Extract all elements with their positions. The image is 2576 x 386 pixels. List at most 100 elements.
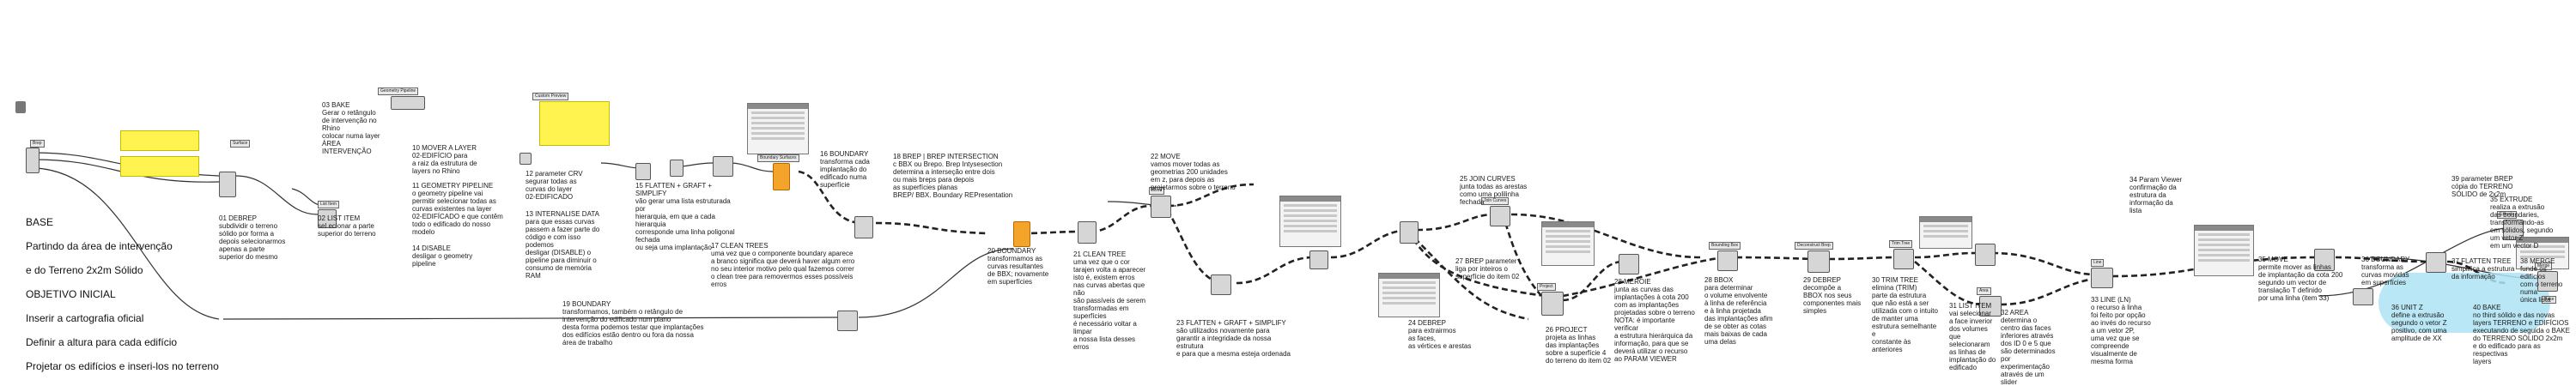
extrude-component[interactable]: [2503, 220, 2524, 240]
yellow-group[interactable]: [120, 156, 199, 177]
list-item-component[interactable]: [318, 209, 337, 228]
wire-tree: [2000, 277, 2096, 306]
surface-chip: Surface: [230, 140, 251, 148]
geometry-pipeline-component[interactable]: [391, 96, 425, 110]
debrep-chip: Deconstruct Brep: [1795, 242, 1833, 250]
wire-tree: [1562, 256, 1727, 298]
project-component[interactable]: [1541, 292, 1564, 316]
yellow-group[interactable]: [539, 101, 610, 146]
wire-tree: [1236, 256, 1315, 285]
note-39: 39 parameter BREP cópia do TERRENO SÓLID…: [2451, 175, 2513, 198]
note-24: 24 DEBREP para extrairmos as faces, as v…: [1408, 319, 1472, 350]
clean-tree-component[interactable]: [854, 216, 873, 238]
note-29: 29 DEBREP decompõe a BBOX nos seus compo…: [1803, 276, 1862, 315]
note-38: 38 MERGE funde os edifícios com o terren…: [2520, 257, 2563, 304]
boundary-component[interactable]: [773, 163, 790, 190]
crv-param-component[interactable]: [519, 153, 532, 165]
wire: [729, 162, 774, 172]
boundary-component[interactable]: [1013, 221, 1030, 247]
note-19: 19 BOUNDARY transformamos, também o retâ…: [562, 300, 704, 347]
note-40: 40 BAKE no third sólido e das novas laye…: [2473, 304, 2570, 365]
title-line: OBJETIVO INICIAL: [26, 288, 116, 300]
note-11: 11 GEOMETRY PIPELINE o geometry pipeline…: [412, 182, 503, 236]
note-17: 17 CLEAN TREES uma vez que o componente …: [711, 242, 855, 288]
bbx-component[interactable]: [1078, 221, 1097, 244]
param-viewer-panel[interactable]: [2516, 237, 2569, 269]
note-01: 01 DEBREP subdividir o terreno sólido po…: [219, 214, 286, 261]
wire: [33, 167, 220, 320]
page-title: BASE Partindo da área de intervenção e d…: [26, 204, 219, 384]
note-33: 33 LINE (LN) o recurso à linha foi feito…: [2091, 296, 2151, 365]
debrep-component[interactable]: [1807, 250, 1830, 273]
param-viewer-panel[interactable]: [747, 103, 809, 154]
wire: [600, 162, 641, 169]
merge-component[interactable]: [2537, 271, 2558, 292]
bbox-chip: Bounding Box: [1709, 242, 1741, 250]
line-component[interactable]: [2091, 268, 2113, 288]
trim-tree-component[interactable]: [1893, 249, 1914, 269]
param-viewer-panel[interactable]: [1279, 196, 1341, 247]
unit-z-component[interactable]: [2353, 288, 2373, 305]
note-10: 10 MOVER A LAYER 02-EDIFÍCIO para a raiz…: [412, 144, 477, 175]
note-02: 02 LIST ITEM sel ecionar a parte superio…: [318, 214, 376, 238]
boundary-chip: Boundary Surfaces: [757, 154, 799, 162]
preview-chip: Custom Preview: [532, 93, 569, 100]
note-27: 27 BREP parameter liga por inteiros o su…: [1455, 257, 1520, 280]
debrep-component[interactable]: [219, 172, 236, 197]
graft-component[interactable]: [670, 160, 683, 177]
note-35: 35 MOVE permite mover as linhas de impla…: [2258, 256, 2343, 302]
param-viewer-panel[interactable]: [1541, 221, 1595, 266]
boundary-component[interactable]: [837, 311, 858, 331]
wire-tree: [1501, 214, 1546, 301]
clean-tree-component[interactable]: [1211, 274, 1231, 295]
merge-component[interactable]: [1619, 254, 1639, 274]
wire-tree: [1330, 228, 1409, 259]
note-03: 03 BAKE Gerar o retângulo de intervenção…: [322, 101, 380, 155]
note-35b: 35 EXTRUDE realiza a extrusão das bounda…: [2490, 196, 2554, 250]
param-viewer-panel[interactable]: [1919, 216, 1972, 249]
move-chip: Move: [1149, 187, 1165, 195]
title-line: BASE: [26, 216, 54, 228]
flatten-component[interactable]: [635, 163, 651, 180]
note-34: 34 Param Viewer confirmação da estrutura…: [2129, 176, 2183, 214]
brep-param-component[interactable]: [26, 148, 39, 173]
note-25: 25 JOIN CURVES junta todas as arestas co…: [1460, 175, 1528, 206]
rhino-file-icon: [15, 101, 26, 113]
merge-chip: Merge: [2535, 262, 2553, 270]
title-line: Definir a altura para cada edifício: [26, 336, 178, 348]
boundary-component[interactable]: [2426, 252, 2446, 273]
note-28: 28 MEROIE junta as curvas das implantaçõ…: [1614, 278, 1695, 363]
wire-tree: [1991, 251, 2096, 276]
wire-tree: [1828, 256, 1899, 261]
move-component[interactable]: [2314, 249, 2335, 271]
area-component[interactable]: [1979, 296, 2002, 317]
trim-chip: Trim Tree: [1889, 240, 1913, 248]
yellow-group[interactable]: [120, 130, 199, 151]
note-36: 36 BOUNDARY transforma as curvas movidas…: [2361, 256, 2410, 286]
wire-layer: [33, 152, 2543, 321]
note-20: 20 BOUNDARY transformamos as curvas resu…: [987, 247, 1049, 286]
title-line: Inserir a cartografia oficial: [26, 312, 144, 324]
param-viewer-panel[interactable]: [2194, 225, 2254, 276]
note-21: 21 CLEAN TREE uma vez que o cor tarajen …: [1073, 250, 1146, 351]
param-viewer-panel[interactable]: [1378, 273, 1440, 317]
title-line: e do Terreno 2x2m Sólido: [26, 264, 143, 276]
join-curves-component[interactable]: [1490, 206, 1510, 226]
note-14: 14 DISABLE desligar o geometry pipeline: [412, 244, 473, 268]
wire: [222, 317, 842, 320]
debrep-component[interactable]: [1400, 221, 1419, 244]
note-18: 18 BREP | BREP INTERSECTION c BBX ou Bre…: [893, 153, 1013, 199]
wire-tree: [1167, 183, 1255, 208]
move-component[interactable]: [1151, 196, 1171, 218]
list-item-component[interactable]: [1975, 244, 1996, 266]
note-12: 12 parameter CRV segurar todas as curvas…: [526, 170, 583, 201]
flatten-component[interactable]: [1309, 250, 1328, 269]
note-37: 37 FLATTEN TREE simplifica a estrutura d…: [2451, 257, 2515, 280]
simplify-component[interactable]: [713, 156, 733, 177]
bake-chip: Bake: [2542, 296, 2557, 304]
extrude-chip: Extrude: [2497, 211, 2518, 219]
highlight-zone: [2379, 273, 2550, 333]
bbox-component[interactable]: [1717, 250, 1738, 271]
note-16: 16 BOUNDARY transforma cada implantação …: [820, 150, 870, 189]
wire: [858, 248, 1014, 318]
